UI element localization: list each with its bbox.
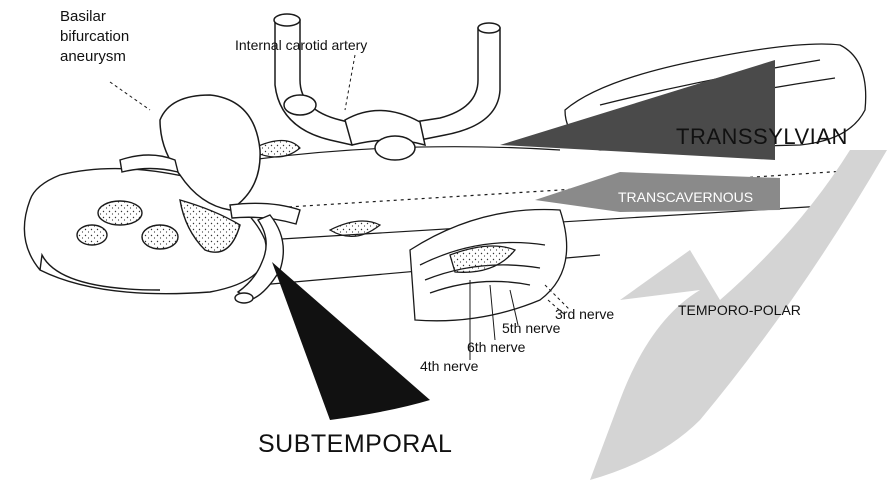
aneurysm-label-line2: bifurcation <box>60 28 129 45</box>
transcavernous-label: TRANSCAVERNOUS <box>618 189 753 205</box>
subtemporal-arrow <box>272 262 430 420</box>
internal-carotid-artery <box>274 14 500 160</box>
transsylvian-label: TRANSSYLVIAN <box>676 124 848 149</box>
aneurysm-label-line1: Basilar <box>60 8 106 25</box>
nerve-6-label: 6th nerve <box>467 339 525 355</box>
temporo-polar-label: TEMPORO-POLAR <box>678 302 801 318</box>
nerve-5-label: 5th nerve <box>502 320 560 336</box>
subtemporal-label: SUBTEMPORAL <box>258 430 452 459</box>
internal-carotid-label: Internal carotid artery <box>235 37 367 53</box>
cavernous-sinus-block <box>410 210 570 361</box>
aneurysm-label-line3: aneurysm <box>60 48 126 65</box>
nerve-4-label: 4th nerve <box>420 358 478 374</box>
nerve-3-label: 3rd nerve <box>555 306 614 322</box>
